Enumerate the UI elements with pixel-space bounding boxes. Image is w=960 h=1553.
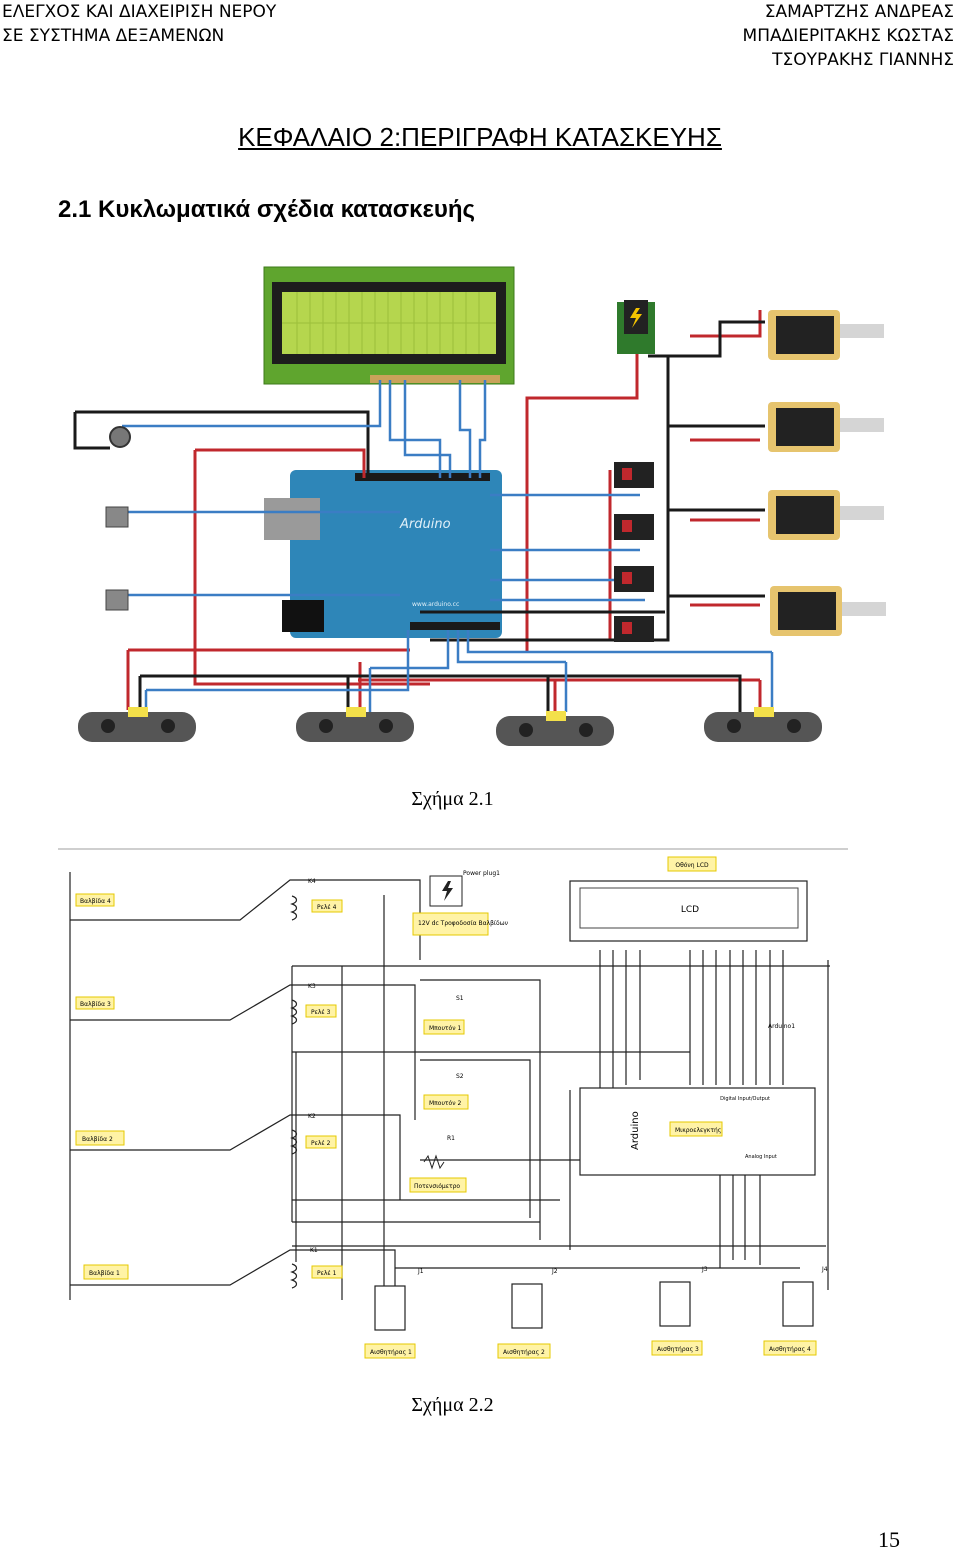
sensor-4-id: J4 <box>821 1266 828 1273</box>
valve-4-label: Βαλβίδα 4 <box>80 898 111 905</box>
arduino-site-text: www.arduino.cc <box>412 601 459 608</box>
relay-4-id: K4 <box>308 878 316 885</box>
button-2-label: Μπουτόν 2 <box>429 1100 461 1107</box>
header-right: ΣΑΜΑΡΤΖΗΣ ΑΝΔΡΕΑΣ ΜΠΑΔΙΕΡΙΤΑΚΗΣ ΚΩΣΤΑΣ Τ… <box>743 0 954 72</box>
black-wires <box>73 320 765 712</box>
page-number: 15 <box>878 1527 900 1552</box>
sensor-3-id: J3 <box>701 1266 708 1273</box>
header-left: ΕΛΕΓΧΟΣ ΚΑΙ ΔΙΑΧΕΙΡΙΣΗ ΝΕΡΟΥ ΣΕ ΣΥΣΤΗΜΑ … <box>2 0 276 48</box>
red-wires <box>126 310 762 712</box>
power-plug-symbol <box>429 875 463 907</box>
relay-4-label: Ρελέ 4 <box>317 904 337 911</box>
digital-io-label: Digital Input/Output <box>720 1096 770 1102</box>
schematic-arduino-label: Arduino <box>630 1111 641 1150</box>
figure-schematic: LCD Arduino Analog Input Digital Input/O… <box>58 848 848 1359</box>
header-author-1: ΣΑΜΑΡΤΖΗΣ ΑΝΔΡΕΑΣ <box>764 2 954 22</box>
chapter-title: ΚΕΦΑΛΑΙΟ 2:ΠΕΡΙΓΡΑΦΗ ΚΑΤΑΣΚΕΥΗΣ <box>238 122 722 152</box>
schematic-labels: Οθόνη LCD Power plug1 12V dc Τροφοδοσία … <box>75 856 828 1359</box>
valve-2-label: Βαλβίδα 2 <box>82 1136 113 1143</box>
valve-3-label: Βαλβίδα 3 <box>80 1001 111 1008</box>
analog-input-label: Analog Input <box>745 1154 777 1160</box>
sensor-1-id: J1 <box>417 1268 424 1275</box>
relay-1-id: K1 <box>310 1247 318 1254</box>
relay-coils <box>290 895 298 1289</box>
power-supply-label: 12V dc Τροφοδοσία Βαλβίδων <box>418 920 509 927</box>
ir-sensors <box>78 707 822 746</box>
section-title: 2.1 Κυκλωματικά σχέδια κατασκευής <box>58 196 476 223</box>
button-2-id: S2 <box>456 1073 464 1080</box>
schematic-wires <box>69 872 830 1300</box>
sensor-4-label: Αισθητήρας 4 <box>769 1346 811 1353</box>
relay-2-id: K2 <box>308 1113 316 1120</box>
figure1-caption: Σχήμα 2.1 <box>411 788 494 810</box>
arduino-board-text: Arduino <box>399 517 451 532</box>
sensor-2-label: Αισθητήρας 2 <box>503 1349 545 1356</box>
pot-label: Ποτενσιόμετρο <box>414 1183 460 1190</box>
relay-2-label: Ρελέ 2 <box>311 1140 331 1147</box>
lcd-title-label: Οθόνη LCD <box>675 862 709 869</box>
pushbutton-2-part <box>105 589 129 611</box>
power-jack <box>617 300 655 354</box>
header-author-3: ΤΣΟΥΡΑΚΗΣ ΓΙΑΝΝΗΣ <box>772 50 954 70</box>
mcu-label: Μικροελεγκτής <box>675 1127 721 1134</box>
pushbutton-1-part <box>105 506 129 528</box>
header-project-line2: ΣΕ ΣΥΣΤΗΜΑ ΔΕΞΑΜΕΝΩΝ <box>2 26 225 46</box>
button-1-label: Μπουτόν 1 <box>429 1025 461 1032</box>
relay-3-label: Ρελέ 3 <box>311 1009 331 1016</box>
relay-3-id: K3 <box>308 983 316 990</box>
header-author-2: ΜΠΑΔΙΕΡΙΤΑΚΗΣ ΚΩΣΤΑΣ <box>742 26 954 46</box>
valve-1-label: Βαλβίδα 1 <box>89 1270 120 1277</box>
potentiometer-symbol <box>423 1154 445 1170</box>
lcd-module <box>263 266 515 385</box>
figure2-caption: Σχήμα 2.2 <box>411 1394 494 1416</box>
pot-id: R1 <box>447 1135 455 1142</box>
sensor-2-id: J2 <box>551 1268 558 1275</box>
button-1-id: S1 <box>456 995 464 1002</box>
solenoid-valves <box>768 310 886 636</box>
power-plug-label: Power plug1 <box>463 870 500 877</box>
arduino-id-label: Arduino1 <box>768 1023 795 1030</box>
relay-modules <box>614 462 654 642</box>
relay-1-label: Ρελέ 1 <box>317 1270 337 1277</box>
blue-wires <box>122 380 774 712</box>
sensor-1-label: Αισθητήρας 1 <box>370 1349 412 1356</box>
lcd-block: LCD <box>569 880 808 942</box>
potentiometer-part <box>109 426 131 448</box>
figure-wiring-diagram: Arduino www.arduino.cc <box>73 266 886 746</box>
sensor-3-label: Αισθητήρας 3 <box>657 1346 699 1353</box>
header-project-line1: ΕΛΕΓΧΟΣ ΚΑΙ ΔΙΑΧΕΙΡΙΣΗ ΝΕΡΟΥ <box>2 2 277 22</box>
lcd-inner-label: LCD <box>681 905 699 915</box>
sensor-boxes <box>374 1281 814 1331</box>
